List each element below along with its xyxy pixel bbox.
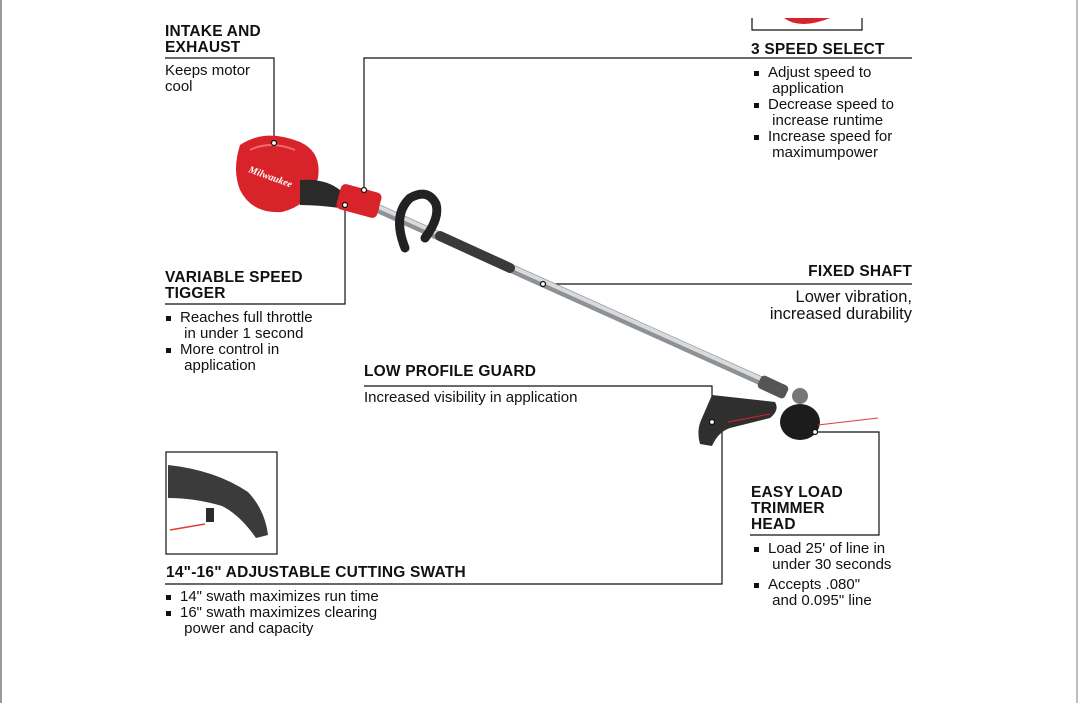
list-item: More control in application (164, 342, 313, 374)
trimmer-shaft (365, 200, 775, 390)
list-item: 14" swath maximizes run time (164, 589, 379, 605)
air-intake-title-line2: EXHAUST (165, 39, 241, 56)
swath-title: 14"-16" ADJUSTABLE CUTTING SWATH (166, 564, 466, 581)
list-item: 16" swath maximizes clearing power and c… (164, 605, 379, 637)
trimmer-head-title-line1: EASY LOAD (751, 484, 843, 501)
list-item: Reaches full throttle in under 1 second (164, 310, 313, 342)
list-item: Accepts .080" and 0.095" line (752, 577, 891, 609)
trigger-title-line2: TIGGER (165, 285, 226, 302)
cut-off-product-image (784, 18, 830, 24)
air-intake-desc-line1: Keeps motor (165, 62, 251, 79)
air-intake-desc-line2: cool (165, 78, 193, 95)
battery-housing: Milwaukee (236, 135, 319, 213)
shaft-desc-line2: increased durability (769, 305, 912, 323)
speed-select-switch (336, 184, 382, 218)
list-item: Decrease speed to increase runtime (752, 97, 894, 129)
trigger-title-line1: VARIABLE SPEED (165, 269, 303, 286)
list-item: Increase speed for maximumpower (752, 129, 894, 161)
speed-select-bullets: Adjust speed to application Decrease spe… (752, 65, 894, 161)
trigger-bullets: Reaches full throttle in under 1 second … (164, 310, 313, 374)
air-intake-title-line1: INTAKE AND (165, 23, 261, 40)
list-item: Adjust speed to application (752, 65, 894, 97)
trimmer-head-title-line3: HEAD (751, 516, 796, 533)
swath-inset-image (165, 451, 278, 555)
front-handle (395, 189, 442, 253)
trimmer-head-title-line2: TRIMMER (751, 500, 825, 517)
guard-title: LOW PROFILE GUARD (364, 363, 537, 380)
swath-bullets: 14" swath maximizes run time 16" swath m… (164, 589, 379, 637)
shaft-title: FIXED SHAFT (808, 263, 912, 280)
low-profile-guard (698, 395, 777, 446)
guard-desc: Increased visibility in application (364, 389, 578, 406)
speed-select-title: 3 SPEED SELECT (751, 41, 885, 58)
trimmer-head-bullets: Load 25' of line in under 30 seconds Acc… (752, 541, 891, 609)
list-item: Load 25' of line in under 30 seconds (752, 541, 891, 573)
trimmer-head (757, 375, 879, 440)
shaft-desc-line1: Lower vibration, (795, 288, 912, 306)
